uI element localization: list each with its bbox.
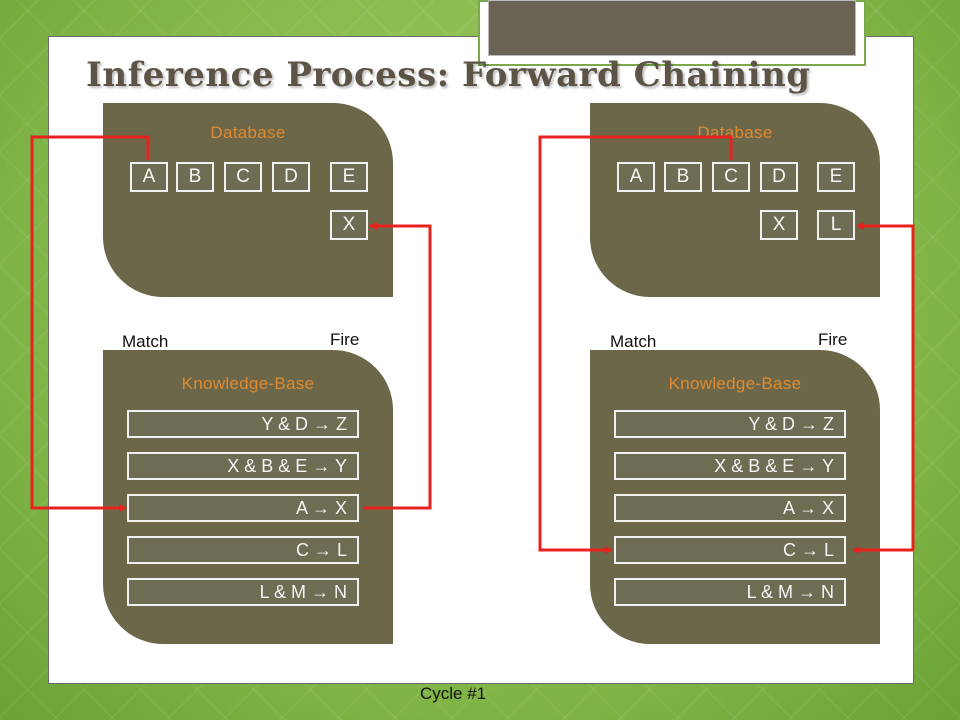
left-kb-title: Knowledge-Base (181, 374, 315, 393)
right-fact-c: C (712, 162, 750, 192)
right-fire-arrow (856, 222, 915, 550)
left-match-label: Match (122, 332, 169, 351)
right-fact-x: X (760, 210, 798, 240)
right-rule-5: L & M → N (614, 578, 846, 606)
right-fact-e: E (817, 162, 855, 192)
left-fire-arrow (363, 222, 432, 510)
right-fact-b: B (664, 162, 702, 192)
decorative-header-box (478, 0, 866, 66)
left-database-title: Database (210, 123, 286, 142)
right-rule-3: A → X (614, 494, 846, 522)
left-fact-d: D (272, 162, 310, 192)
page-title: Inference Process: Forward Chaining (86, 55, 811, 95)
left-fire-label: Fire (330, 330, 360, 349)
left-database-panel: Database (103, 103, 393, 297)
right-fact-d: D (760, 162, 798, 192)
right-fact-a: A (617, 162, 655, 192)
right-fire-label: Fire (818, 330, 848, 349)
left-rule-3: A → X (127, 494, 359, 522)
left-rule-5: L & M → N (127, 578, 359, 606)
right-fact-l: L (817, 210, 855, 240)
left-rule-2: X & B & E → Y (127, 452, 359, 480)
left-fact-e: E (330, 162, 368, 192)
right-match-arrow (538, 135, 733, 554)
left-match-arrow (30, 135, 150, 512)
cycle-label: Cycle #1 (420, 684, 487, 703)
left-rule-4: C → L (127, 536, 359, 564)
right-match-label: Match (610, 332, 657, 351)
left-fact-c: C (224, 162, 262, 192)
right-kb-title: Knowledge-Base (668, 374, 802, 393)
right-rule-4: C → L (614, 536, 846, 564)
left-fact-b: B (176, 162, 214, 192)
right-rule-1: Y & D → Z (614, 410, 846, 438)
right-database-panel: Database (590, 103, 880, 297)
left-rule-1: Y & D → Z (127, 410, 359, 438)
right-rule-2: X & B & E → Y (614, 452, 846, 480)
left-fact-x: X (330, 210, 368, 240)
left-fact-a: A (130, 162, 168, 192)
